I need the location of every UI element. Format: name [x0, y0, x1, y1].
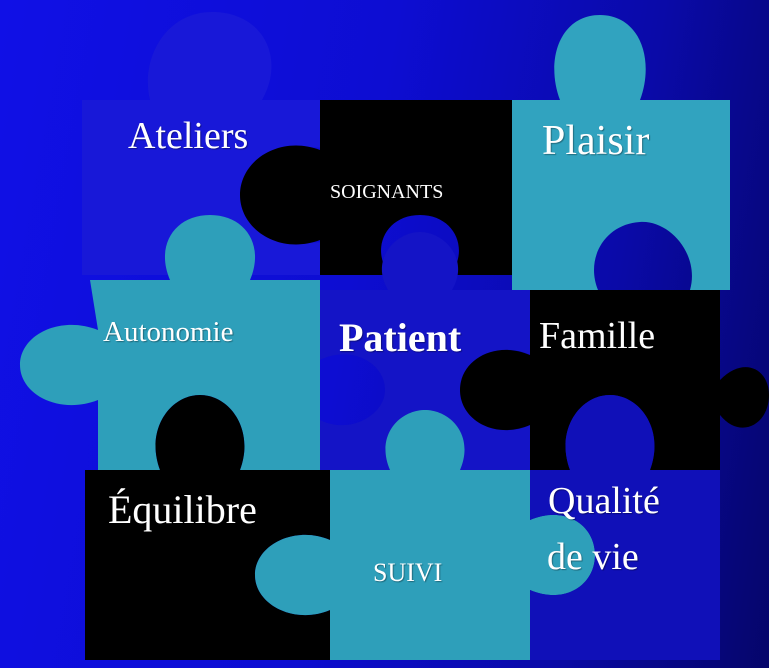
label-equilibre: Équilibre	[108, 487, 257, 532]
piece-suivi	[255, 410, 595, 660]
label-suivi: SUIVI	[373, 558, 443, 587]
label-plaisir: Plaisir	[542, 118, 650, 164]
piece-autonomie	[20, 215, 320, 470]
label-ateliers: Ateliers	[128, 115, 249, 157]
piece-famille	[460, 290, 769, 470]
label-qualite-line1: Qualité	[548, 480, 660, 522]
piece-equilibre	[85, 395, 330, 660]
label-autonomie: Autonomie	[103, 316, 234, 348]
piece-patient	[320, 232, 530, 470]
label-patient: Patient	[339, 315, 462, 360]
piece-ateliers	[82, 11, 330, 275]
label-soignants: SOIGNANTS	[330, 181, 444, 203]
label-qualite-line2: de vie	[547, 536, 639, 578]
piece-soignants	[240, 100, 515, 275]
piece-plaisir	[512, 15, 730, 290]
piece-qualite	[530, 395, 720, 660]
label-famille: Famille	[539, 315, 656, 357]
